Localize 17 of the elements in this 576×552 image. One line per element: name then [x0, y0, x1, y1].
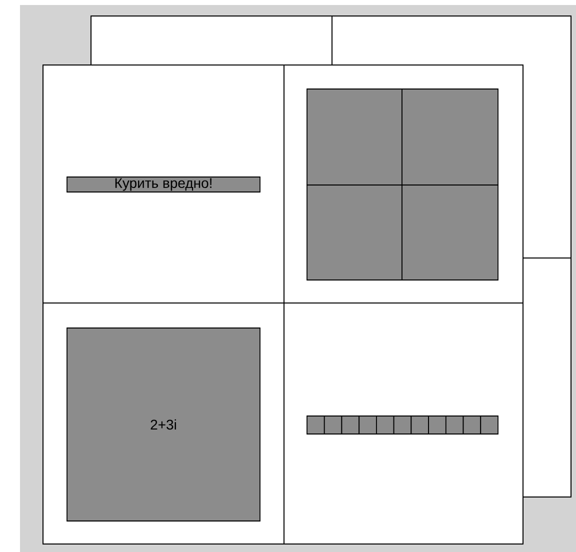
tile [376, 416, 394, 434]
tile [341, 416, 360, 434]
tile [480, 416, 498, 434]
tile [402, 88, 498, 186]
tile [306, 184, 402, 280]
text-box: 2+3i [66, 328, 260, 522]
tile [462, 416, 482, 434]
tile [445, 416, 464, 434]
text-box: Курить вредно! [66, 176, 260, 192]
tile [358, 416, 377, 434]
tile [393, 416, 412, 434]
tile [324, 416, 342, 434]
tile [306, 88, 402, 186]
tile [428, 416, 446, 434]
tile [410, 416, 429, 434]
tile [306, 416, 325, 434]
tile [402, 184, 498, 280]
